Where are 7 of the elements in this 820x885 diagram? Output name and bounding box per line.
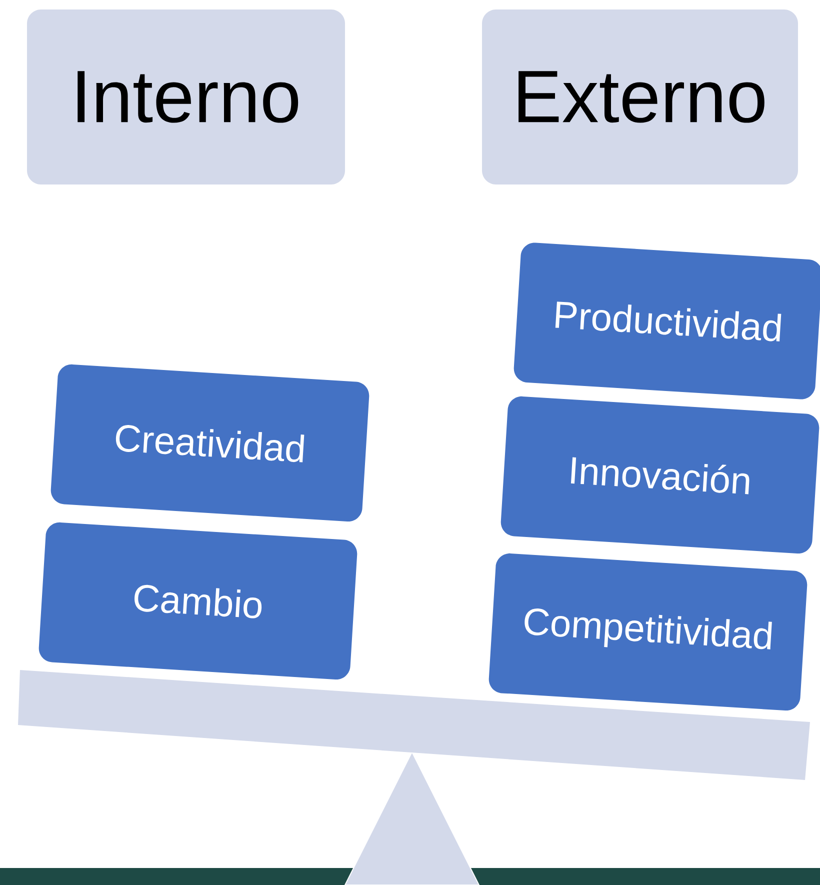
factor-block: Productividad — [514, 242, 820, 400]
factor-block: Competitividad — [488, 553, 808, 711]
category-box: Externo — [482, 10, 798, 184]
category-box: Interno — [27, 10, 345, 184]
factor-block: Cambio — [38, 522, 358, 680]
factor-block: Creatividad — [50, 364, 370, 522]
factor-block: Innovación — [500, 396, 820, 554]
